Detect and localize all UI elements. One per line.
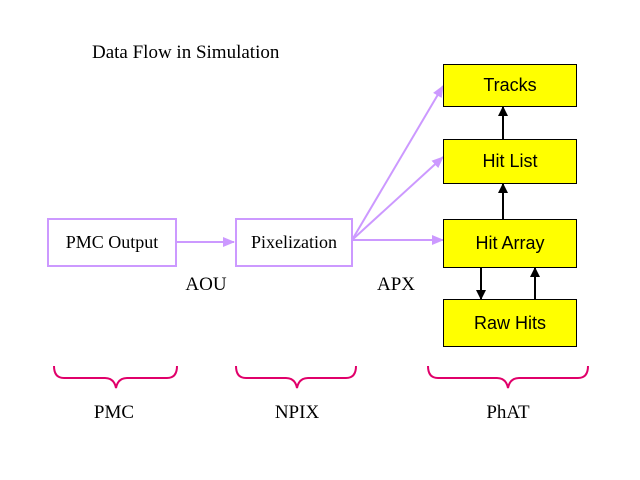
tracks-box: Tracks xyxy=(443,64,577,107)
hit-array-label: Hit Array xyxy=(475,233,545,253)
pmc-output-label: PMC Output xyxy=(65,232,159,252)
brace-npix xyxy=(235,365,357,389)
arrow-pixelization-to-tracks xyxy=(351,85,444,241)
format-label-aou: AOU xyxy=(185,274,227,295)
hit-list-label: Hit List xyxy=(482,151,538,171)
pixelization-box: Pixelization xyxy=(235,218,353,267)
pixelization-label: Pixelization xyxy=(251,232,337,252)
hit-array-box: Hit Array xyxy=(443,219,577,268)
arrow-pixelization-to-hit-list xyxy=(351,156,444,241)
brace-pmc xyxy=(53,365,178,389)
raw-hits-label: Raw Hits xyxy=(473,312,546,333)
diagram-title: Data Flow in Simulation xyxy=(92,42,280,63)
brace-phat xyxy=(427,365,589,389)
group-label-phat: PhAT xyxy=(486,402,530,423)
format-label-apx: APX xyxy=(376,274,415,295)
group-label-pmc: PMC xyxy=(93,402,135,423)
pmc-output-box: PMC Output xyxy=(47,218,177,267)
tracks-label: Tracks xyxy=(483,75,537,95)
group-label-npix: NPIX xyxy=(274,402,320,423)
hit-list-box: Hit List xyxy=(443,139,577,184)
raw-hits-box: Raw Hits xyxy=(443,299,577,347)
